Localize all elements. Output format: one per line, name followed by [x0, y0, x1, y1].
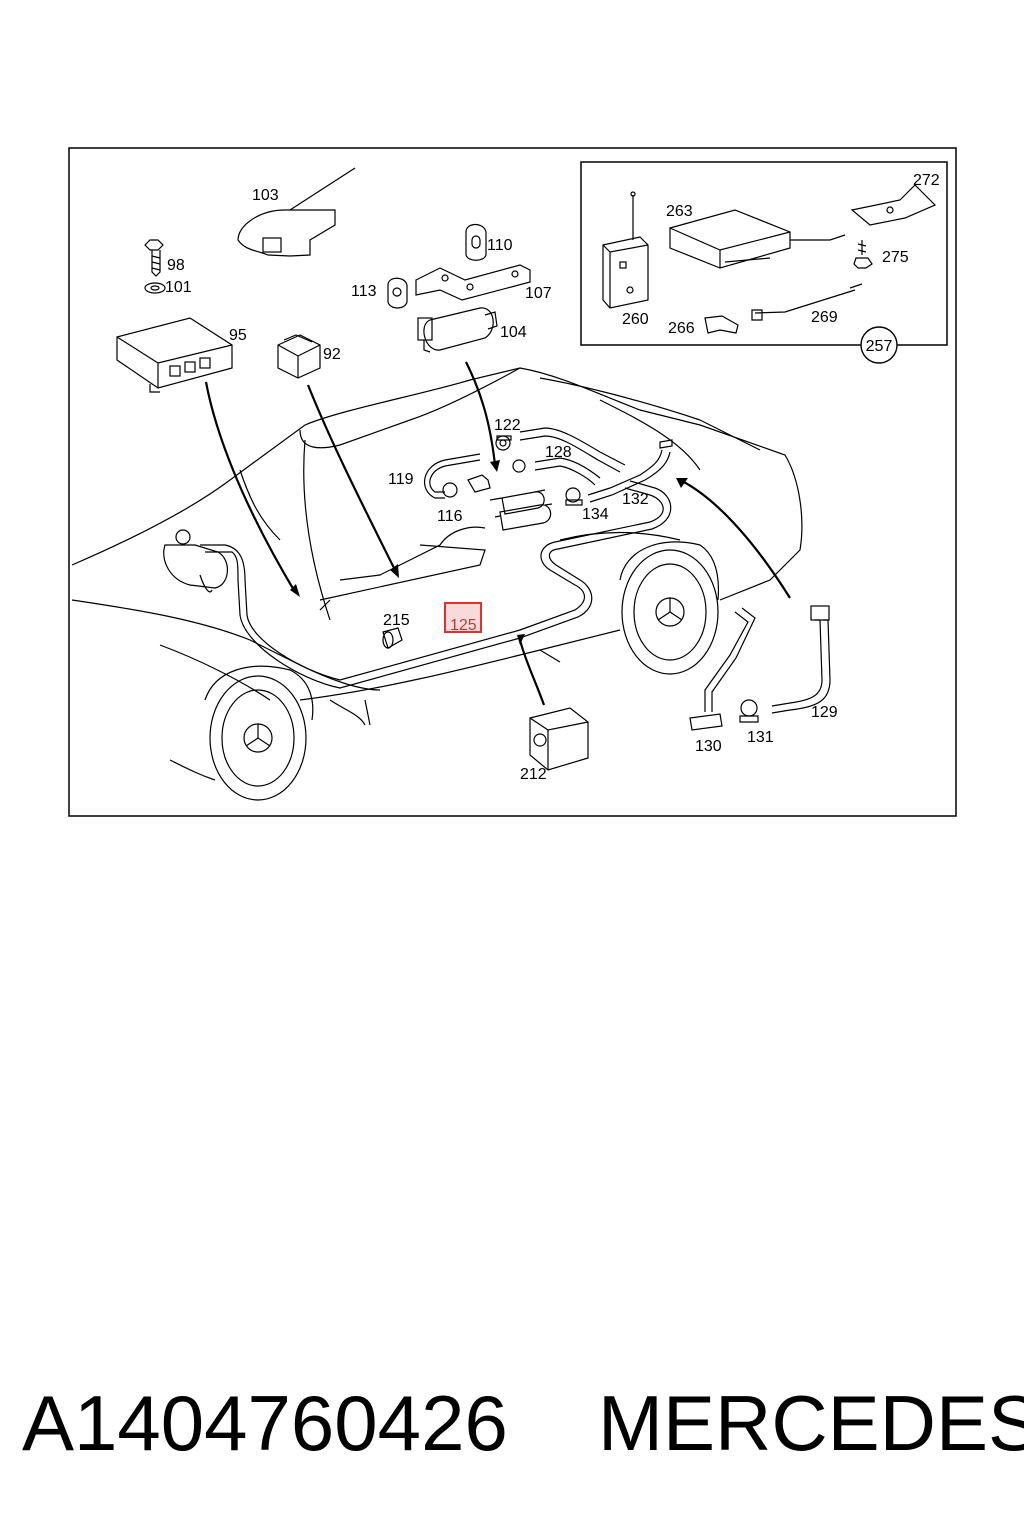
- label-134: 134: [582, 506, 609, 523]
- label-95: 95: [229, 327, 247, 344]
- rear-wheel: [204, 665, 314, 801]
- label-104: 104: [500, 324, 527, 341]
- part-130-hose: [689, 607, 756, 731]
- part-134-clamp: [565, 487, 583, 506]
- rear-pump-assembly: [163, 529, 228, 593]
- part-266-elbow: [704, 315, 739, 334]
- part-107-bracket: [415, 264, 531, 301]
- part-92-relay: [277, 334, 321, 379]
- part-212-bracket: [529, 707, 589, 771]
- part-128-hose: [512, 427, 626, 486]
- brand-caption: MERCEDES: [598, 1379, 1024, 1467]
- label-131: 131: [747, 729, 774, 746]
- label-92: 92: [323, 346, 341, 363]
- part-129-hose: [771, 605, 831, 714]
- part-98-bolt: [144, 239, 164, 277]
- part-131-clamp: [739, 699, 759, 723]
- part-269-antenna-lead: [751, 283, 863, 321]
- part-263-module: [669, 209, 846, 269]
- part-101-washer: [144, 282, 166, 294]
- part-132-hose: [587, 439, 673, 503]
- label-212: 212: [520, 766, 547, 783]
- label-101: 101: [165, 279, 192, 296]
- arrow-heads: [290, 460, 688, 645]
- diagram-frame: [68, 147, 957, 817]
- label-269: 269: [811, 309, 838, 326]
- part-122-clamp: [495, 435, 512, 451]
- label-272: 272: [913, 172, 940, 189]
- label-260: 260: [622, 311, 649, 328]
- part-119-hose: [424, 453, 491, 499]
- label-103: 103: [252, 187, 279, 204]
- label-107: 107: [525, 285, 552, 302]
- label-119: 119: [388, 471, 414, 488]
- label-266: 266: [668, 320, 695, 337]
- part-113-grommet: [387, 277, 408, 309]
- label-122: 122: [494, 417, 521, 434]
- label-128: 128: [545, 444, 572, 461]
- label-125[interactable]: 125: [450, 617, 477, 634]
- part-number-caption: A1404760426: [22, 1379, 508, 1467]
- part-104-pump: [417, 307, 498, 353]
- part-260-transmitter: [602, 191, 649, 309]
- label-215: 215: [383, 612, 410, 629]
- front-wheel: [619, 541, 720, 675]
- label-116: 116: [437, 508, 463, 525]
- label-263: 263: [666, 203, 693, 220]
- part-110-grommet: [465, 223, 487, 261]
- parts-diagram: 103 98 101 95 92 113 110 107 104 122 119…: [68, 147, 957, 817]
- vacuum-line: [200, 480, 672, 689]
- label-132: 132: [622, 491, 649, 508]
- part-215-bushing: [382, 627, 403, 649]
- label-130: 130: [695, 738, 722, 755]
- part-275-screw: [853, 240, 873, 269]
- part-257-callout-circle: [860, 326, 898, 364]
- car-outline: [71, 367, 803, 781]
- leader-arrows: [204, 361, 791, 706]
- inset-frame: [580, 161, 948, 346]
- label-110: 110: [487, 237, 513, 254]
- part-116-filters: [489, 489, 553, 531]
- label-257: 257: [866, 338, 893, 355]
- label-275: 275: [882, 249, 909, 266]
- label-113: 113: [351, 283, 377, 300]
- part-272-bracket: [850, 184, 937, 226]
- highlight-box: [444, 602, 482, 633]
- label-98: 98: [167, 257, 185, 274]
- label-129: 129: [811, 704, 838, 721]
- part-103-sensor: [237, 167, 356, 257]
- part-95-control-unit: [116, 317, 233, 393]
